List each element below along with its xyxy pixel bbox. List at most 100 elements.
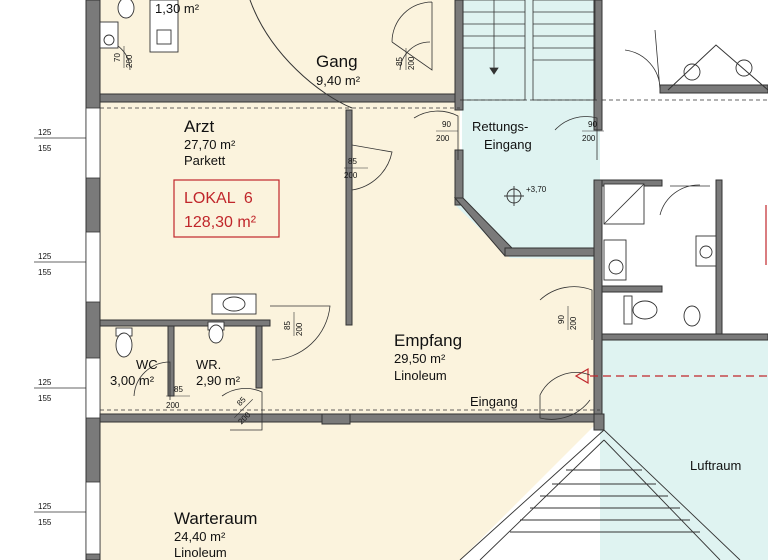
wall-bath-right: [715, 179, 723, 341]
wall-upper-right: [659, 84, 768, 94]
window-dim-b: 155: [38, 394, 52, 403]
arzt-floor: Parkett: [184, 153, 226, 168]
wall-right-top: [593, 0, 603, 131]
empfang-area: 29,50 m²: [394, 351, 446, 366]
svg-text:90: 90: [557, 315, 566, 324]
sink-icon: [149, 0, 179, 53]
door-wr-swing: [221, 388, 263, 431]
luftraum-label: Luftraum: [690, 458, 741, 473]
door-wc-swing: [133, 361, 171, 400]
window-dim-a: 125: [38, 378, 52, 387]
svg-text:90: 90: [588, 120, 597, 129]
wall-wc-top: [99, 319, 271, 327]
unit-area: 128,30 m²: [184, 214, 257, 231]
toilet-icon: [207, 321, 225, 344]
door-dim-wc: 85 200: [166, 385, 190, 410]
elevation-label: +3,70: [526, 185, 547, 194]
window-dim-b: 155: [38, 144, 52, 153]
gang-name: Gang: [316, 52, 358, 71]
wall-bath-mid: [601, 285, 663, 293]
svg-text:200: 200: [344, 171, 358, 180]
svg-text:200: 200: [295, 322, 304, 336]
wall-right-col: [593, 179, 603, 421]
svg-text:85: 85: [395, 57, 404, 66]
window-dim-b: 155: [38, 518, 52, 527]
top-small-area: 1,30 m²: [155, 1, 200, 16]
door-upper-right-swing: [624, 29, 661, 91]
svg-text:200: 200: [436, 134, 450, 143]
arzt-area: 27,70 m²: [184, 137, 236, 152]
svg-text:70: 70: [113, 53, 122, 62]
door-dim-topwc: 70 200: [113, 46, 134, 68]
wc-area: 3,00 m²: [110, 373, 155, 388]
door-arzt-low-swing: [270, 305, 331, 361]
floor-stair: [462, 0, 600, 100]
toilet-icon: [115, 327, 133, 358]
door-dim-arzt-low: 85 200: [283, 312, 304, 336]
window-left: [85, 107, 101, 555]
sink-icon: [603, 239, 627, 281]
wall-rett-left: [454, 149, 464, 206]
svg-text:200: 200: [407, 56, 416, 70]
door-gang-swing2: [399, 41, 431, 71]
wr-area: 2,90 m²: [196, 373, 241, 388]
wall-right-bottom: [601, 333, 768, 341]
svg-text:200: 200: [569, 316, 578, 330]
svg-text:200: 200: [582, 134, 596, 143]
door-dim-rett2: 90 200: [582, 120, 604, 143]
window-dim-a: 125: [38, 502, 52, 511]
door-dim-arzt: 85 200: [344, 157, 368, 180]
door-dim-eingang: 90 200: [557, 306, 578, 330]
wall-stair-left: [454, 0, 464, 111]
sink-icon: [667, 44, 768, 91]
window-dim-a: 125: [38, 252, 52, 261]
wall-rett-bottom: [504, 247, 601, 257]
floor-rettung: [455, 100, 600, 260]
warteraum-area: 24,40 m²: [174, 529, 226, 544]
door-dim-gang: 85 200: [395, 48, 416, 70]
toilet-icon: [623, 295, 658, 325]
eingang-label: Eingang: [470, 394, 518, 409]
sink-icon: [695, 235, 717, 267]
svg-text:200: 200: [125, 54, 134, 68]
door-dim-rett1: 90 200: [436, 120, 458, 143]
door-rett-left-swing: [413, 110, 459, 160]
unit-name: LOKAL 6: [184, 190, 253, 207]
arzt-name: Arzt: [184, 117, 215, 136]
empfang-floor: Linoleum: [394, 368, 447, 383]
sink-icon: [211, 293, 257, 315]
wall-lower-diag: [321, 413, 351, 425]
rettung-line1: Rettungs-: [472, 119, 528, 134]
wall-top-mid: [99, 93, 461, 103]
toilet-icon: [683, 305, 701, 327]
wr-name: WR.: [196, 357, 221, 372]
floor-lower-left: [100, 420, 600, 560]
door-bath-swing: [659, 184, 710, 216]
wall-lower-col: [593, 413, 605, 431]
staircase: [462, 0, 596, 101]
warteraum-name: Warteraum: [174, 509, 257, 528]
window-dim-b: 155: [38, 268, 52, 277]
door-entry-swing: [539, 372, 591, 420]
svg-text:200: 200: [166, 401, 180, 410]
unit-label-box: [173, 179, 280, 238]
door-rett-right-swing: [554, 116, 598, 160]
svg-text:85: 85: [348, 157, 357, 166]
warteraum-floor: Linoleum: [174, 545, 227, 560]
window-dim-a: 125: [38, 128, 52, 137]
window-dim-lines: [34, 137, 86, 513]
svg-text:85: 85: [174, 385, 183, 394]
wall-wr-right: [255, 325, 263, 389]
sink-icon: [99, 21, 119, 49]
gang-area: 9,40 m²: [316, 73, 361, 88]
svg-text:90: 90: [442, 120, 451, 129]
luftraum-void: [459, 429, 741, 560]
door-eingang-swing: [539, 286, 593, 340]
rettung-line2: Eingang: [484, 137, 532, 152]
elevation-marker-icon: [504, 186, 524, 206]
wc-name: WC: [136, 357, 158, 372]
empfang-name: Empfang: [394, 331, 462, 350]
svg-text:85: 85: [283, 321, 292, 330]
